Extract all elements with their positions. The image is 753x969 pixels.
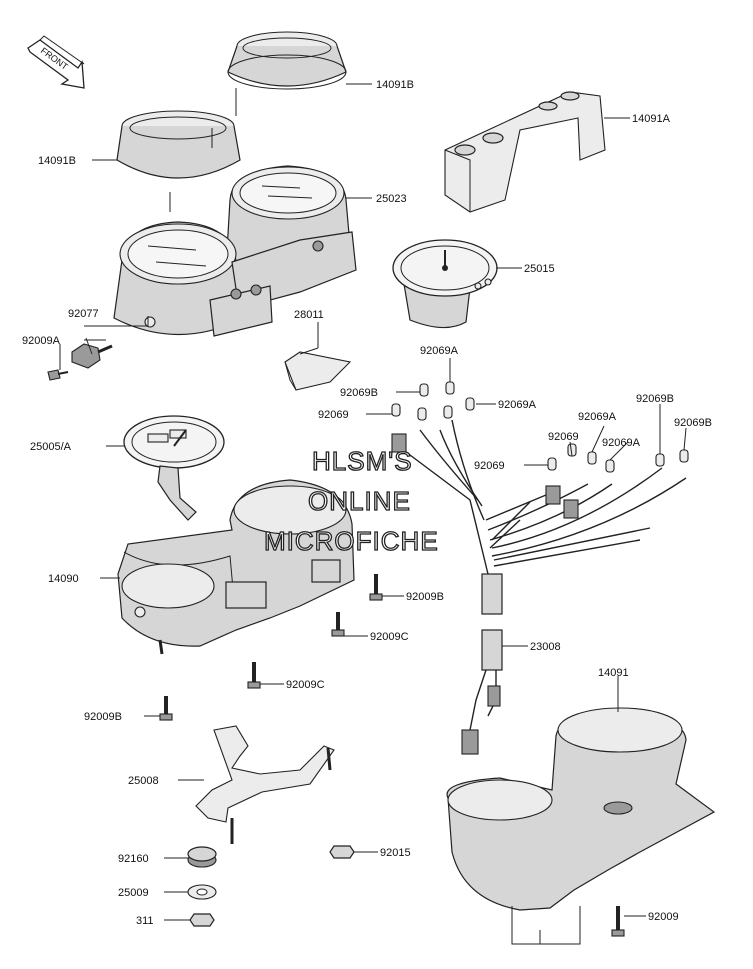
leader-lines <box>59 83 687 945</box>
callout-92069B-3: 92069B <box>674 417 712 429</box>
callout-92069A-1: 92069A <box>420 345 459 357</box>
callout-92069A-2: 92069A <box>498 399 537 411</box>
callout-92069B-2: 92069B <box>636 393 674 405</box>
front-arrow-icon: FRONT <box>27 35 85 89</box>
watermark-line2: ONLINE <box>308 486 411 516</box>
wire-harness <box>391 381 689 755</box>
grommet-92160 <box>187 846 217 868</box>
meter-cover-ring-left <box>116 110 241 212</box>
callout-14091B-left: 14091B <box>38 155 76 167</box>
callout-25008: 25008 <box>128 775 159 787</box>
callout-92009C-1: 92009C <box>370 631 409 643</box>
trip-knob <box>71 343 113 369</box>
callout-28011: 28011 <box>294 309 324 321</box>
callout-14090: 14090 <box>48 573 79 585</box>
callout-92069-3: 92069 <box>474 460 505 472</box>
callout-92069A-4: 92069A <box>602 437 641 449</box>
screw-92009A <box>47 369 69 381</box>
indicator-light-panel <box>284 347 352 391</box>
callout-25009: 25009 <box>118 887 149 899</box>
meter-top-cover <box>444 91 606 213</box>
callout-25023: 25023 <box>376 193 407 205</box>
callout-92069-1: 92069 <box>318 409 349 421</box>
watermark-line3: MICROFICHE <box>264 526 439 556</box>
callout-14091A: 14091A <box>632 113 671 125</box>
meter-cover-ring-top <box>227 31 347 116</box>
callout-25015: 25015 <box>524 263 555 275</box>
callout-92015: 92015 <box>380 847 411 859</box>
meter-lower-cover <box>446 707 716 911</box>
callout-92069-2: 92069 <box>548 431 579 443</box>
screw-92009C-right <box>331 612 345 637</box>
callout-92009B-2: 92009B <box>84 711 122 723</box>
nut-92015 <box>329 845 355 859</box>
screw-92009C-center <box>247 662 261 689</box>
meter-lower-case <box>117 479 355 655</box>
meter-assembly <box>113 165 357 337</box>
callout-25005A: 25005/A <box>30 441 72 453</box>
callout-92160: 92160 <box>118 853 149 865</box>
washer-25009 <box>187 884 217 900</box>
watermark-line1: HLSM'S <box>312 446 413 476</box>
callout-92077: 92077 <box>68 308 99 320</box>
tachometer-dial <box>392 239 498 329</box>
screw-92009-bottom <box>611 906 625 937</box>
callout-311: 311 <box>136 915 154 927</box>
callout-92009B-1: 92009B <box>406 591 444 603</box>
watermark: HLSM'S ONLINE MICROFICHE <box>263 445 439 556</box>
callout-92069A-3: 92069A <box>578 411 617 423</box>
callout-labels: 14091B 14091A 14091B 25023 25015 92077 9… <box>22 79 712 927</box>
callout-92009C-2: 92009C <box>286 679 325 691</box>
callout-23008: 23008 <box>530 641 561 653</box>
speedometer-dial <box>123 415 225 521</box>
callout-92009A: 92009A <box>22 335 61 347</box>
callout-14091: 14091 <box>598 667 629 679</box>
screw-92009B-left <box>159 696 173 721</box>
callout-92069B-1: 92069B <box>340 387 378 399</box>
screw-92009B-right <box>369 574 383 601</box>
nut-311 <box>189 913 215 927</box>
callout-92009: 92009 <box>648 911 679 923</box>
callout-14091B-top: 14091B <box>376 79 414 91</box>
meter-bracket <box>195 725 335 844</box>
